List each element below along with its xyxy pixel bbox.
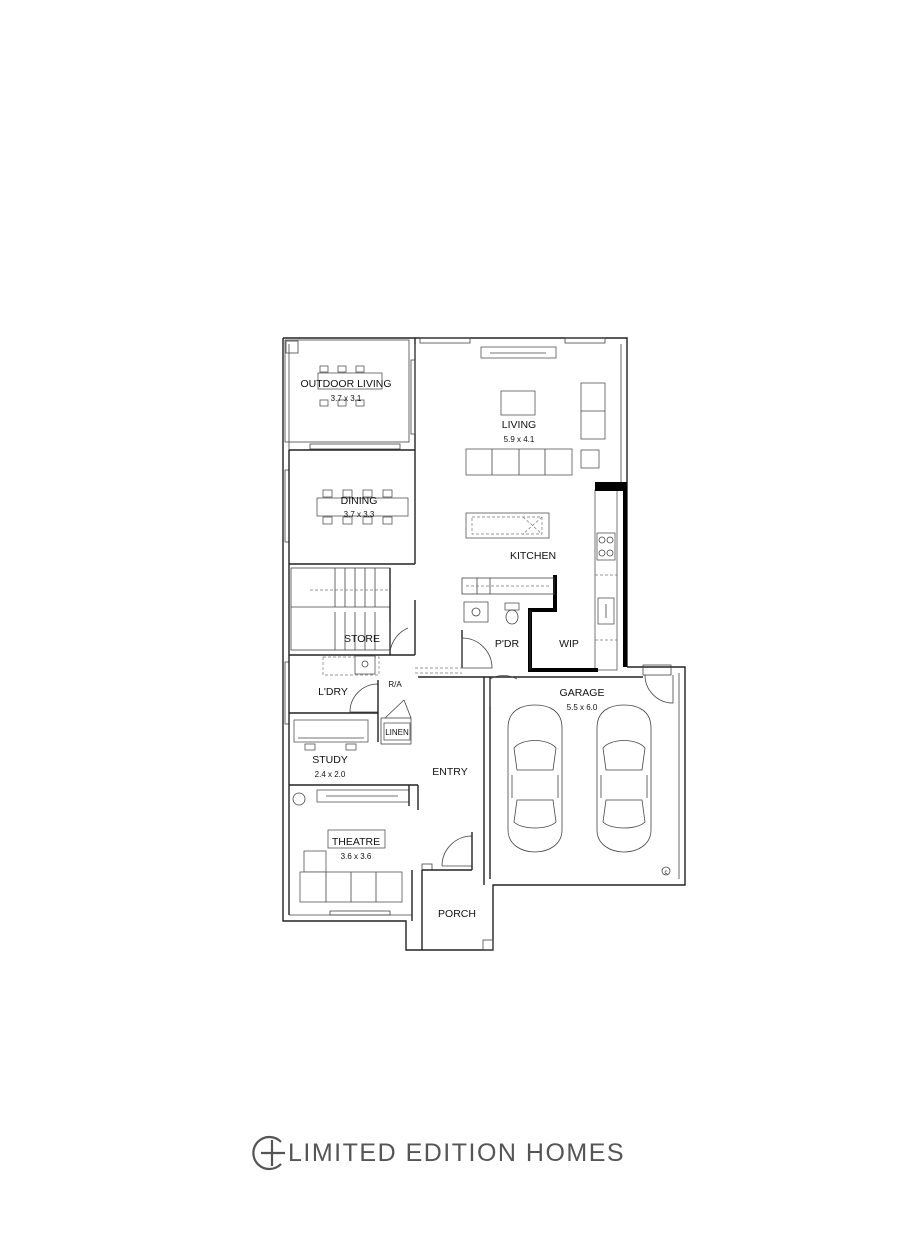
outdoor-living-dim: 3.7 x 3.1 [331,394,362,403]
garage-label: GARAGE [560,687,605,699]
porch-label: PORCH [438,908,476,920]
garage-dim: 5.5 x 6.0 [567,703,598,712]
theatre-room: THEATRE 3.6 x 3.6 [292,785,413,921]
brand-name: LIMITED EDITION HOMES [288,1138,626,1167]
wip-powder-area: WIP P'DR [461,575,598,672]
toilet [504,602,520,611]
entry-area: ENTRY [417,766,473,871]
front-door [441,835,473,867]
brand-logo-icon [252,1135,285,1171]
outdoor-living-room: OUTDOOR LIVING 3.7 x 3.1 [284,338,416,450]
store-door [389,622,409,653]
kitchen-label: KITCHEN [510,550,556,562]
garage-side-door [644,674,674,704]
study-desk [293,719,369,743]
outdoor-living-label: OUTDOOR LIVING [300,378,391,390]
porch-area: PORCH [421,870,494,951]
powder-basin [463,601,489,623]
internal-walls [288,344,484,915]
living-dim: 5.9 x 4.1 [504,435,535,444]
store-label: STORE [344,633,380,645]
entry-label: ENTRY [432,766,467,778]
copyright-symbol [661,866,671,876]
kitchen-bench [594,489,618,671]
coffee-table [500,390,536,416]
ra-label: R/A [388,680,402,689]
cooktop [596,532,616,561]
theatre-label: THEATRE [332,836,380,848]
outdoor-table [317,372,383,390]
study-dim: 2.4 x 2.0 [315,770,346,779]
study-room: STUDY 2.4 x 2.0 [289,719,418,786]
dining-dim: 3.7 x 3.3 [344,510,375,519]
dining-table [316,497,409,517]
side-table [580,449,600,469]
brand-footer: LIMITED EDITION HOMES [248,1128,668,1178]
living-label: LIVING [502,419,536,431]
theatre-dim: 3.6 x 3.6 [341,852,372,861]
stairs-store-area: STORE [289,563,462,674]
laundry-area: L'DRY R/A LINEN [284,655,412,745]
laundry-door [349,683,379,713]
linen-cupboard [383,722,411,741]
lamp [292,792,306,806]
living-room: LIVING 5.9 x 4.1 [419,337,606,476]
garage-room: GARAGE 5.5 x 6.0 c [483,664,674,885]
powder-label: P'DR [495,638,520,650]
tv-unit [480,346,557,359]
wip-label: WIP [559,638,579,650]
linen-label: LINEN [385,728,409,737]
dining-room: DINING 3.7 x 3.3 [284,449,415,543]
car-left [507,704,563,853]
dining-label: DINING [341,495,378,507]
sliding-door [309,443,401,450]
powder-door [461,637,493,669]
copyright-letter: c [665,870,668,876]
laundry-label: L'DRY [318,686,348,698]
laundry-tub [354,655,376,675]
garage-internal-door [489,675,518,707]
kitchen-room: KITCHEN [465,482,627,671]
study-label: STUDY [312,754,348,766]
car-right [596,704,652,853]
